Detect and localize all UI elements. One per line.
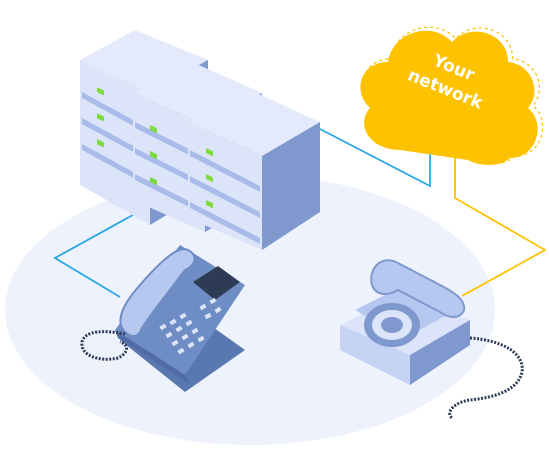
cloud-to-rotary-phone-link xyxy=(454,135,547,297)
server-unit-3 xyxy=(188,90,320,250)
server-to-ip-phone-link xyxy=(53,199,161,298)
ip-desk-phone-icon xyxy=(80,245,245,392)
cloud-icon: Your network xyxy=(360,26,544,165)
server-rack-icon xyxy=(80,30,320,250)
floor-platform xyxy=(5,175,495,445)
rotary-phone-icon xyxy=(340,259,524,420)
